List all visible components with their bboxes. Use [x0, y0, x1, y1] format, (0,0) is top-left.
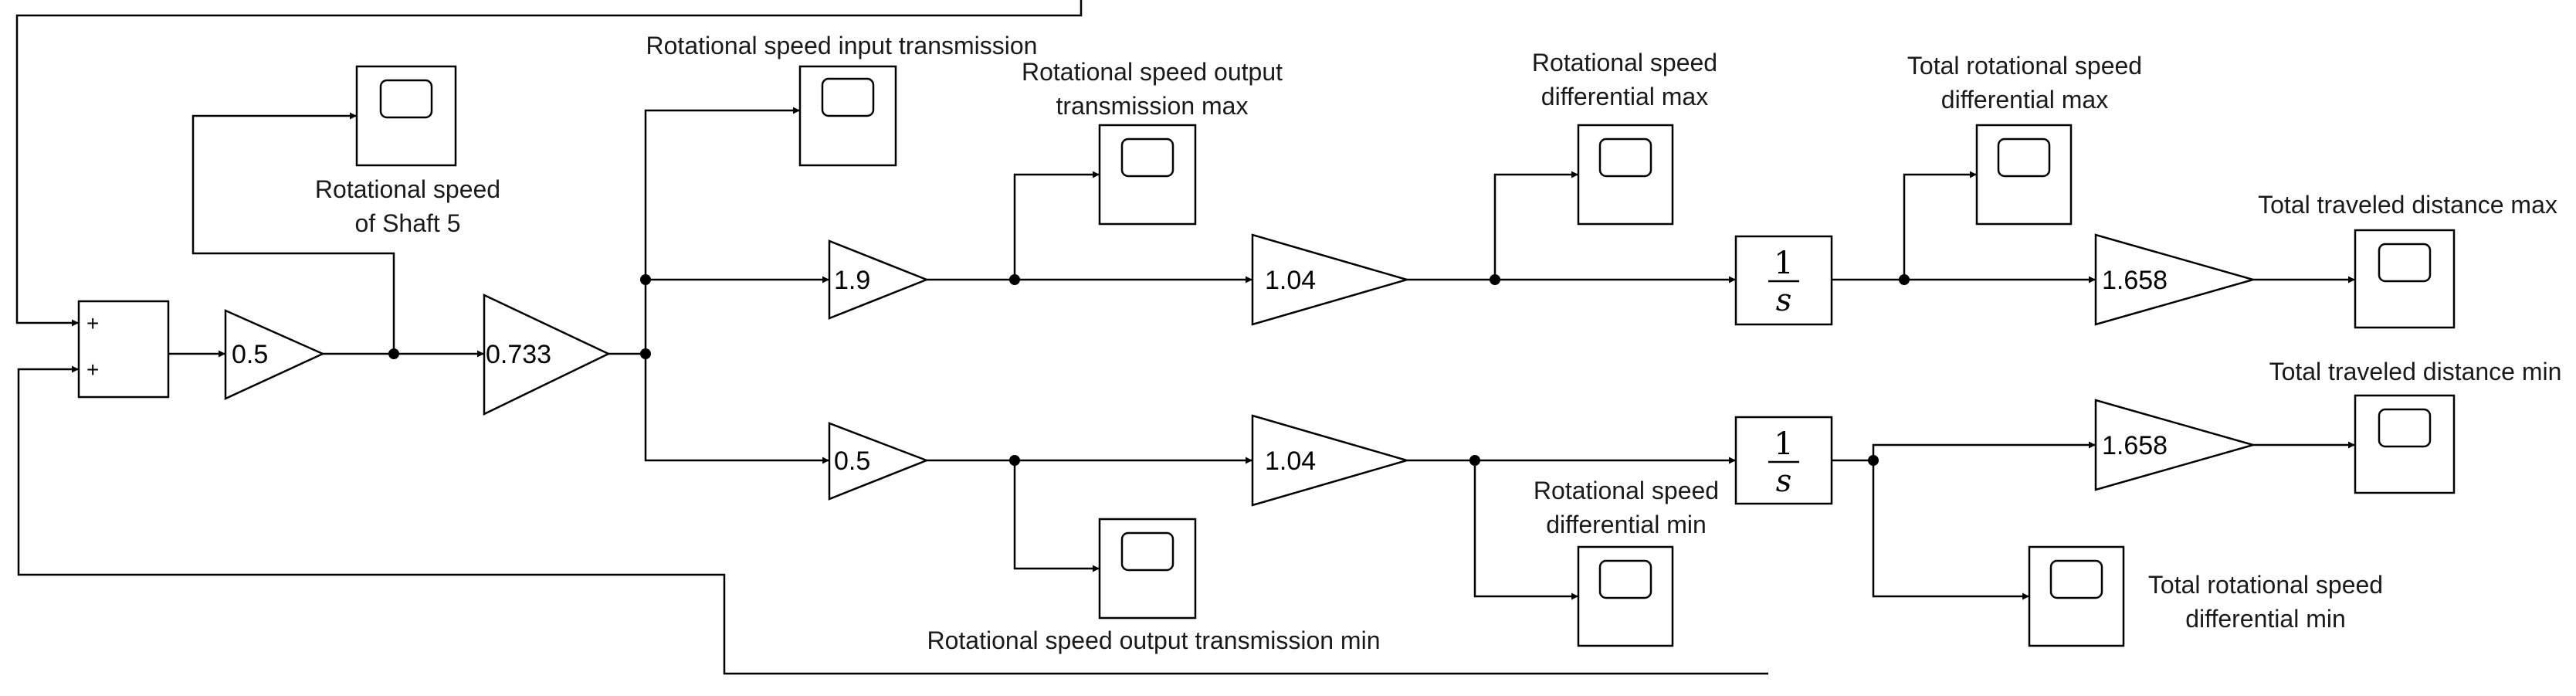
integrator-block-bottom[interactable]: 1 s	[1734, 416, 1833, 505]
gain-g-value: 1.658	[2102, 266, 2168, 295]
junction-dot	[1009, 455, 1020, 466]
gain-block-b[interactable]: 0.733	[483, 294, 611, 416]
diff-max-branch-line[interactable]	[1493, 171, 1578, 280]
sum-block[interactable]: + +	[77, 300, 170, 399]
junction-dots	[388, 274, 1910, 466]
sum-sign-top: +	[86, 311, 99, 335]
label-total-diff-max-line2: differential max	[1941, 86, 2108, 114]
label-dist-min: Total traveled distance min	[2269, 358, 2562, 385]
gain-b-value: 0.733	[486, 340, 551, 369]
total-diff-min-branch-line[interactable]	[1872, 460, 2029, 600]
gain-h-value: 1.658	[2102, 431, 2168, 460]
label-shaft5-line1: Rotational speed	[315, 175, 500, 203]
label-input-transmission: Rotational speed input transmission	[646, 32, 1038, 59]
scope-input-transmission[interactable]	[798, 65, 897, 167]
integrator-bottom-denominator: s	[1776, 463, 1792, 499]
shaft5-branch-line[interactable]	[192, 112, 395, 354]
label-output-min: Rotational speed output transmission min	[927, 626, 1381, 654]
junction-dot	[1899, 274, 1910, 285]
gain-block-f[interactable]: 1.04	[1251, 414, 1411, 507]
output-max-branch-line[interactable]	[1013, 171, 1100, 280]
gain-a-value: 0.5	[232, 340, 268, 369]
gain-block-h[interactable]: 1.658	[2094, 399, 2257, 491]
block-labels: Rotational speed of Shaft 5 Rotational s…	[315, 32, 2562, 654]
junction-dot	[640, 348, 651, 359]
label-total-diff-min-line2: differential min	[2185, 605, 2346, 633]
scope-diff-max[interactable]	[1577, 124, 1674, 226]
gain-e-value: 1.04	[1265, 266, 1316, 295]
junction-dot	[1490, 274, 1500, 285]
label-diff-min-line2: differential min	[1546, 511, 1707, 538]
label-diff-max-line2: differential max	[1541, 83, 1708, 110]
gain-block-a[interactable]: 0.5	[224, 309, 326, 400]
output-min-branch-line[interactable]	[1013, 460, 1100, 572]
integrator-bottom-numerator: 1	[1774, 426, 1793, 462]
gain-block-c[interactable]: 1.9	[828, 239, 930, 320]
scope-dist-max[interactable]	[2354, 229, 2456, 329]
scope-shaft5[interactable]	[355, 65, 457, 167]
gain-block-d[interactable]: 0.5	[828, 422, 930, 501]
label-diff-max-line1: Rotational speed	[1532, 49, 1717, 76]
scope-output-max[interactable]	[1098, 124, 1197, 226]
gain-f-value: 1.04	[1265, 446, 1316, 476]
feedback-line-bottom[interactable]	[17, 365, 1768, 675]
scope-diff-min[interactable]	[1577, 545, 1674, 647]
integrator-top-numerator: 1	[1774, 246, 1793, 281]
label-total-diff-min-line1: Total rotational speed	[2148, 571, 2383, 599]
gain-d-value: 0.5	[834, 446, 870, 476]
gain-c-value: 1.9	[834, 266, 870, 295]
junction-dot	[1009, 274, 1020, 285]
junction-dot	[388, 348, 399, 359]
feedback-line-top[interactable]	[15, 0, 1083, 327]
lower-branch-line[interactable]	[644, 354, 829, 464]
junction-dot	[1469, 455, 1480, 466]
label-diff-min-line1: Rotational speed	[1534, 477, 1719, 504]
diff-min-branch-line[interactable]	[1473, 460, 1578, 600]
gain-block-e[interactable]: 1.04	[1251, 233, 1411, 326]
integrator-block-top[interactable]: 1 s	[1734, 235, 1833, 326]
integrator-top-denominator: s	[1776, 283, 1792, 318]
label-shaft5-line2: of Shaft 5	[355, 209, 461, 237]
junction-dot	[1868, 455, 1879, 466]
junction-dot	[640, 274, 651, 285]
label-output-max-line2: transmission max	[1056, 92, 1249, 120]
scope-dist-min[interactable]	[2354, 394, 2456, 494]
scope-total-diff-max[interactable]	[1975, 124, 2073, 226]
signal-lines	[15, 0, 2355, 675]
to-input-scope-line[interactable]	[644, 107, 800, 280]
gain-block-g[interactable]: 1.658	[2094, 233, 2257, 326]
sum-sign-bottom: +	[86, 358, 99, 382]
scope-total-diff-min[interactable]	[2028, 545, 2125, 647]
label-output-max-line1: Rotational speed output	[1022, 58, 1283, 86]
scope-output-min[interactable]	[1098, 518, 1197, 620]
integrator-bottom-output-line[interactable]	[1832, 441, 2096, 462]
label-total-diff-max-line1: Total rotational speed	[1907, 52, 2142, 80]
total-diff-max-branch-line[interactable]	[1903, 171, 1977, 280]
label-dist-max: Total traveled distance max	[2258, 191, 2557, 219]
